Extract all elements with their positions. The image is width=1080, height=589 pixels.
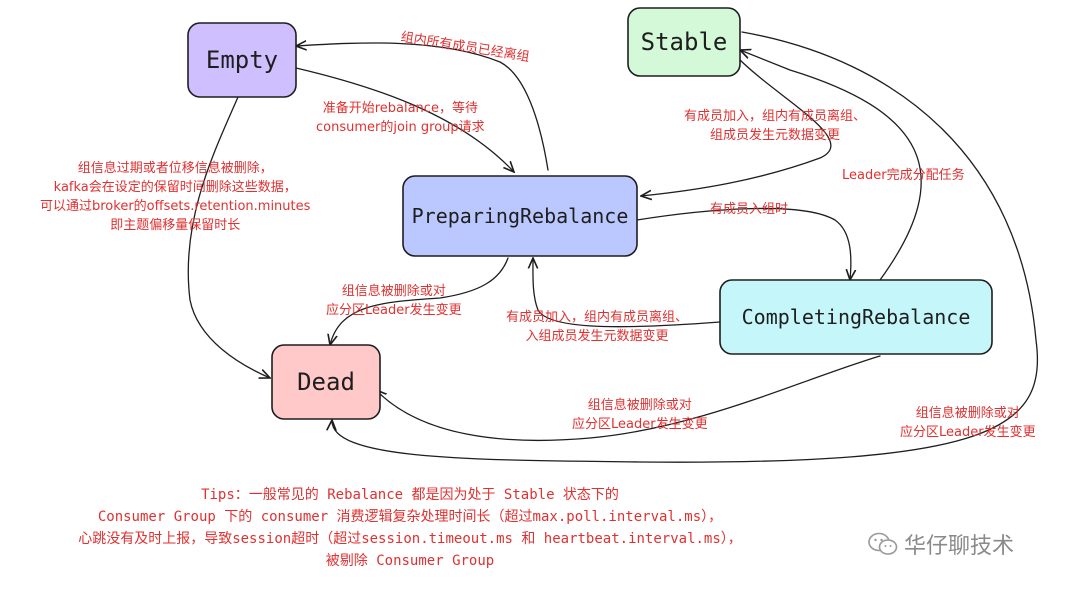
tips-line: 被剔除 Consumer Group xyxy=(325,553,495,569)
node-completing: CompletingRebalance xyxy=(719,279,993,355)
edge-preparing-to-empty xyxy=(296,43,549,171)
annotation-preparing-to-dead: 组信息被删除或对 应分区Leader发生变更 xyxy=(326,282,462,320)
node-preparing: PreparingRebalance xyxy=(402,175,638,257)
annotation-line: 有成员入组时 xyxy=(710,202,789,217)
node-dead-box xyxy=(271,344,381,420)
wechat-icon xyxy=(868,532,898,555)
annotation-line: consumer的join group请求 xyxy=(316,120,485,135)
node-empty-box xyxy=(187,22,297,98)
node-completing-label: CompletingRebalance xyxy=(742,305,971,329)
annotation-line: 组信息被删除或对 xyxy=(915,406,1020,421)
edge-empty-to-dead xyxy=(187,96,270,378)
tips-line: 心跳没有及时上报，导致session超时（超过session.timeout.m… xyxy=(78,531,742,547)
edge-preparing-to-completing xyxy=(636,207,851,280)
annotation-line: 组信息被删除或对 xyxy=(341,284,446,299)
tips-note: Tips：一般常见的 Rebalance 都是因为处于 Stable 状态下的 … xyxy=(20,484,800,572)
annotation-line: 应分区Leader发生变更 xyxy=(572,417,708,432)
node-preparing-box xyxy=(402,175,638,257)
tips-line: Tips：一般常见的 Rebalance 都是因为处于 Stable 状态下的 xyxy=(201,487,619,503)
annotation-line: 应分区Leader发生变更 xyxy=(326,303,462,318)
annotation-line: 准备开始rebalance，等待 xyxy=(322,101,478,116)
tips-line: Consumer Group 下的 consumer 消费逻辑复杂处理时间长（超… xyxy=(97,509,723,525)
edge-preparing-to-dead xyxy=(330,257,509,345)
edge-empty-to-preparing xyxy=(295,67,514,172)
annotation-line: 有成员加入，组内有成员离组、 xyxy=(506,310,689,325)
annotation-line: 组信息过期或者位移信息被删除， xyxy=(77,161,273,176)
annotation-line: 应分区Leader发生变更 xyxy=(900,425,1036,440)
node-empty: Empty xyxy=(187,22,297,98)
annotation-line: 入组成员发生元数据变更 xyxy=(525,329,669,344)
edge-stable-to-dead xyxy=(332,31,1039,463)
annotation-stable-to-preparing: 有成员加入，组内有成员离组、 组成员发生元数据变更 xyxy=(684,107,866,145)
brand-name: 华仔聊技术 xyxy=(904,534,1015,559)
annotation-completing-to-preparing: 有成员加入，组内有成员离组、 入组成员发生元数据变更 xyxy=(506,308,688,346)
node-stable-box xyxy=(627,7,741,77)
annotation-line: 可以通过broker的offsets.retention.minutes xyxy=(40,199,311,214)
node-dead: Dead xyxy=(271,344,381,420)
edge-stable-to-preparing xyxy=(641,57,832,196)
node-completing-box xyxy=(719,279,993,355)
annotation-line: kafka会在设定的保留时间删除这些数据， xyxy=(53,180,297,195)
node-stable: Stable xyxy=(627,7,741,77)
edge-completing-to-preparing xyxy=(533,258,721,328)
node-empty-label: Empty xyxy=(206,46,278,74)
node-preparing-label: PreparingRebalance xyxy=(412,204,629,228)
annotation-expire: 组信息过期或者位移信息被删除， kafka会在设定的保留时间删除这些数据， 可以… xyxy=(40,159,310,235)
node-stable-label: Stable xyxy=(641,28,728,56)
annotation-line: 组成员发生元数据变更 xyxy=(710,128,841,143)
annotation-line: Leader完成分配任务 xyxy=(842,168,965,183)
annotation-line: 即主题偏移量保留时长 xyxy=(110,218,241,233)
annotation-stable-to-dead: 组信息被删除或对 应分区Leader发生变更 xyxy=(900,404,1036,442)
brand-watermark: 华仔聊技术 xyxy=(868,528,1014,560)
annotation-line: 有成员加入，组内有成员离组、 xyxy=(684,109,867,124)
node-dead-label: Dead xyxy=(297,368,355,396)
annotation-line: 组信息被删除或对 xyxy=(587,398,692,413)
annotation-completing-to-dead: 组信息被删除或对 应分区Leader发生变更 xyxy=(572,396,708,434)
annotation-leader-assign: Leader完成分配任务 xyxy=(842,166,965,185)
annotation-member-joined: 有成员入组时 xyxy=(710,200,788,219)
edge-completing-to-dead xyxy=(376,355,881,442)
edge-completing-to-stable xyxy=(740,50,922,281)
annotation-prepare-rebalance: 准备开始rebalance，等待 consumer的join group请求 xyxy=(316,99,485,137)
